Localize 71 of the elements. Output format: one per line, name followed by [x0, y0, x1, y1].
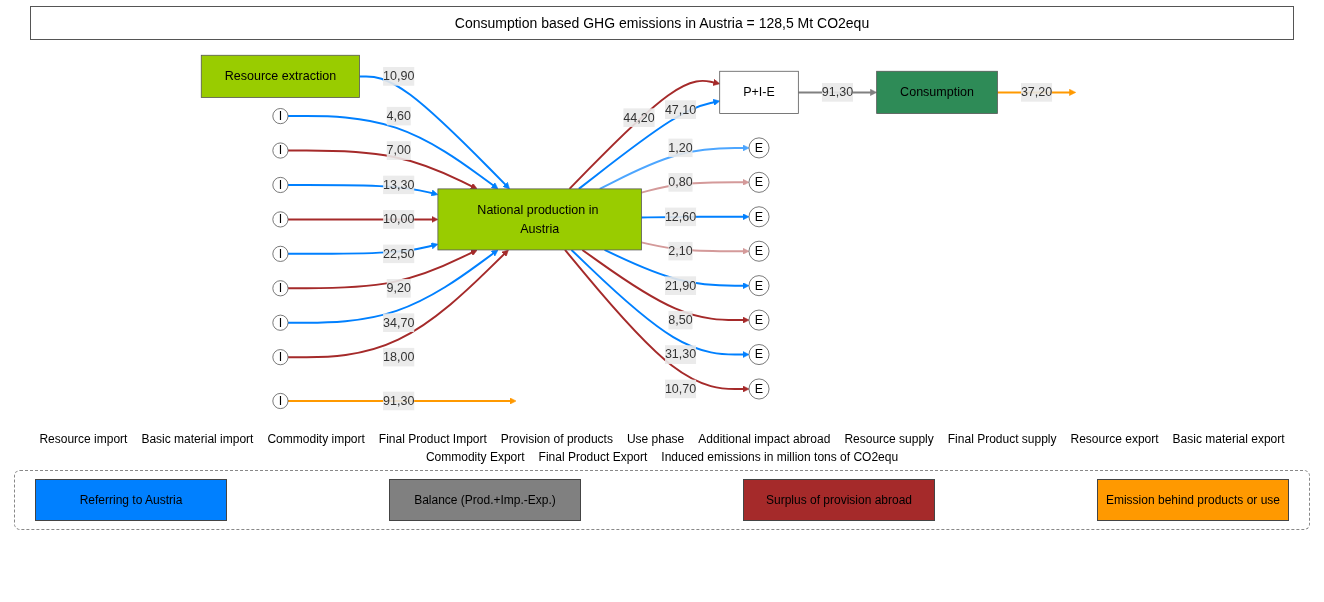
flow-name-label: Provision of products [500, 432, 613, 446]
flow-arrow [287, 249, 478, 290]
flow-name-label: Final Product supply [947, 432, 1057, 446]
flow-arrow [287, 115, 499, 190]
flow-arrow [287, 249, 499, 324]
edge-label: 31,30 [664, 347, 697, 361]
edge-label: 22,50 [383, 246, 415, 261]
legend-swatch: Emission behind products or use [1097, 479, 1289, 521]
flow-name-label: Commodity import [267, 432, 365, 446]
edge-label: 34,70 [383, 315, 415, 329]
flow-circle: I [272, 211, 289, 228]
flow-arrow [570, 248, 750, 358]
flow-circle: I [272, 280, 289, 297]
flow-circle: E [748, 171, 770, 193]
flow-name-label: Resource supply [844, 432, 934, 446]
flow-name-label: Use phase [626, 432, 685, 446]
flow-name-label: Resource export [1070, 432, 1159, 446]
flow-circle: I [272, 142, 289, 159]
flow-circle: E [748, 137, 770, 159]
process-box: National production in Austria [437, 188, 642, 251]
edge-label: 21,90 [664, 278, 697, 292]
title-box: Consumption based GHG emissions in Austria = 128,5 Mt CO2equ [30, 6, 1294, 40]
flow-arrow [581, 248, 750, 324]
flow-name-label: Additional impact abroad [698, 432, 831, 446]
edge-label: 7,00 [386, 143, 411, 157]
edge-label: 10,90 [383, 69, 415, 83]
edge-label: 18,00 [383, 350, 415, 364]
flow-name-label: Resource import [39, 432, 128, 446]
process-box: Consumption [876, 70, 998, 114]
flow-circle: E [748, 344, 770, 365]
edge-label: 47,10 [664, 102, 697, 116]
flow-circle: I [272, 314, 289, 331]
flow-arrow [564, 248, 750, 393]
legend-swatch: Referring to Austria [35, 479, 227, 521]
flow-circle: I [272, 176, 289, 193]
legend-swatch: Balance (Prod.+Imp.-Exp.) [389, 479, 581, 521]
process-box: Resource extraction [200, 54, 360, 98]
edge-label: 10,00 [383, 212, 415, 226]
legend-swatch: Surplus of provision abroad [743, 479, 935, 521]
edge-label: 13,30 [383, 177, 415, 192]
edge-label: 91,30 [383, 393, 415, 408]
edge-label: 0,80 [668, 175, 693, 189]
flow-circle: E [748, 206, 770, 228]
edge-label: 12,60 [664, 209, 697, 224]
flow-name-label: Basic material import [141, 432, 254, 446]
edge-label: 37,20 [1020, 85, 1053, 99]
flow-circle: E [748, 378, 770, 400]
flow-name-label: Final Product Import [378, 432, 487, 446]
flow-circle: I [272, 245, 289, 262]
edge-label: 9,20 [386, 281, 411, 295]
edge-label: 4,60 [386, 109, 411, 123]
flow-name-label: Basic material export [1172, 432, 1285, 446]
flow-name-label: Final Product Export [538, 450, 648, 464]
edge-label: 1,20 [668, 140, 693, 155]
edge-label: 8,50 [668, 313, 693, 327]
flow-circle: E [748, 309, 770, 331]
edge-label: 91,30 [821, 85, 854, 99]
flow-circle: E [748, 275, 770, 297]
flow-name-label: Induced emissions in million tons of CO2equ [661, 450, 899, 464]
flow-arrow [287, 249, 509, 359]
edge-label: 10,70 [664, 381, 697, 396]
flow-circle: I [272, 108, 289, 125]
process-box: P+I-E [719, 70, 799, 114]
flow-name-label: Commodity Export [425, 450, 525, 464]
flow-circle: I [272, 349, 289, 366]
edge-label: 2,10 [668, 244, 693, 258]
flow-arrow [358, 75, 510, 190]
flow-arrow [287, 149, 478, 190]
flow-circle: E [748, 240, 770, 262]
flow-circle: I [272, 393, 289, 409]
edge-label: 44,20 [623, 110, 655, 124]
